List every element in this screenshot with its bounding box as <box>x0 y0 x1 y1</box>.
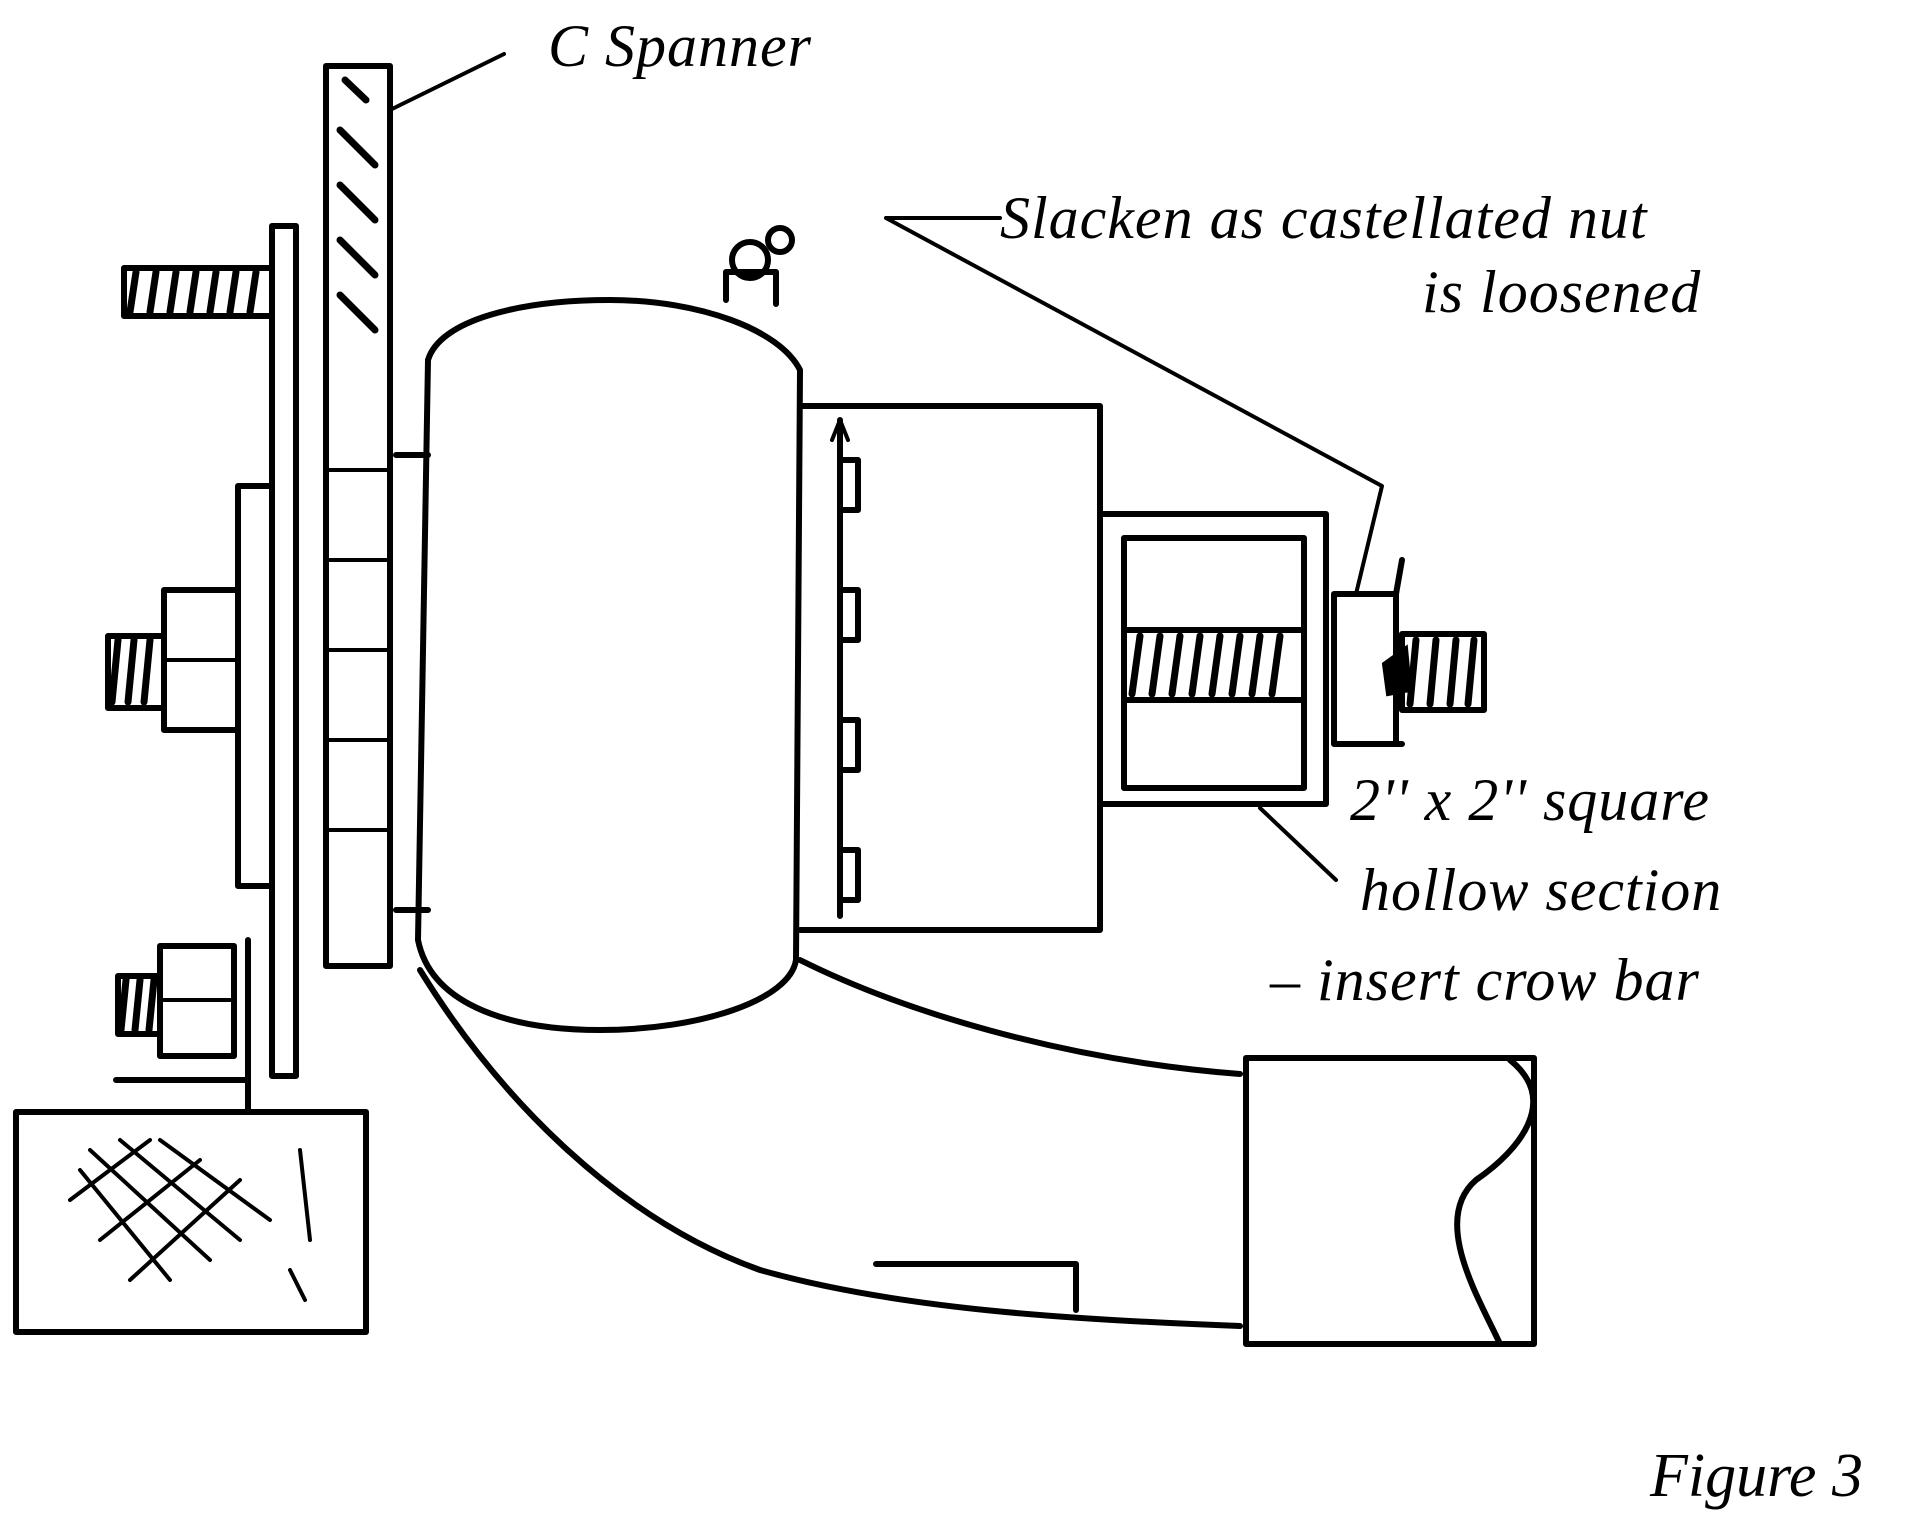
slacken-leader <box>884 216 1384 596</box>
label-c-spanner: C Spanner <box>548 13 812 79</box>
axle-arm <box>417 957 1243 1329</box>
label-hollow-line-3: – insert crow bar <box>1269 947 1700 1013</box>
base-block <box>13 1077 369 1335</box>
c-spanner-leader <box>388 52 506 112</box>
label-hollow-line-2: hollow section <box>1360 857 1722 923</box>
grease-nipple <box>723 225 795 307</box>
lower-bolt-and-nut <box>115 937 251 1103</box>
square-hollow-section <box>1097 511 1329 807</box>
label-hollow-line-1: 2'' x 2'' square <box>1350 767 1710 833</box>
castellated-hub <box>797 403 1103 933</box>
figure-caption: Figure 3 <box>1649 1442 1863 1510</box>
castellated-nut <box>1331 557 1487 747</box>
hollow-section-leader <box>1258 806 1338 882</box>
label-slacken-line-1: Slacken as castellated nut <box>1000 185 1648 251</box>
leader-lines <box>388 52 1384 882</box>
label-slacken-line-2: is loosened <box>1422 259 1701 325</box>
upper-threaded-stud <box>121 265 275 319</box>
axle-tube-end <box>1243 1055 1537 1347</box>
drum-body <box>415 297 803 1033</box>
spanner-connector <box>393 452 431 913</box>
centre-bolt-and-nut <box>105 587 241 733</box>
c-spanner <box>323 63 393 969</box>
